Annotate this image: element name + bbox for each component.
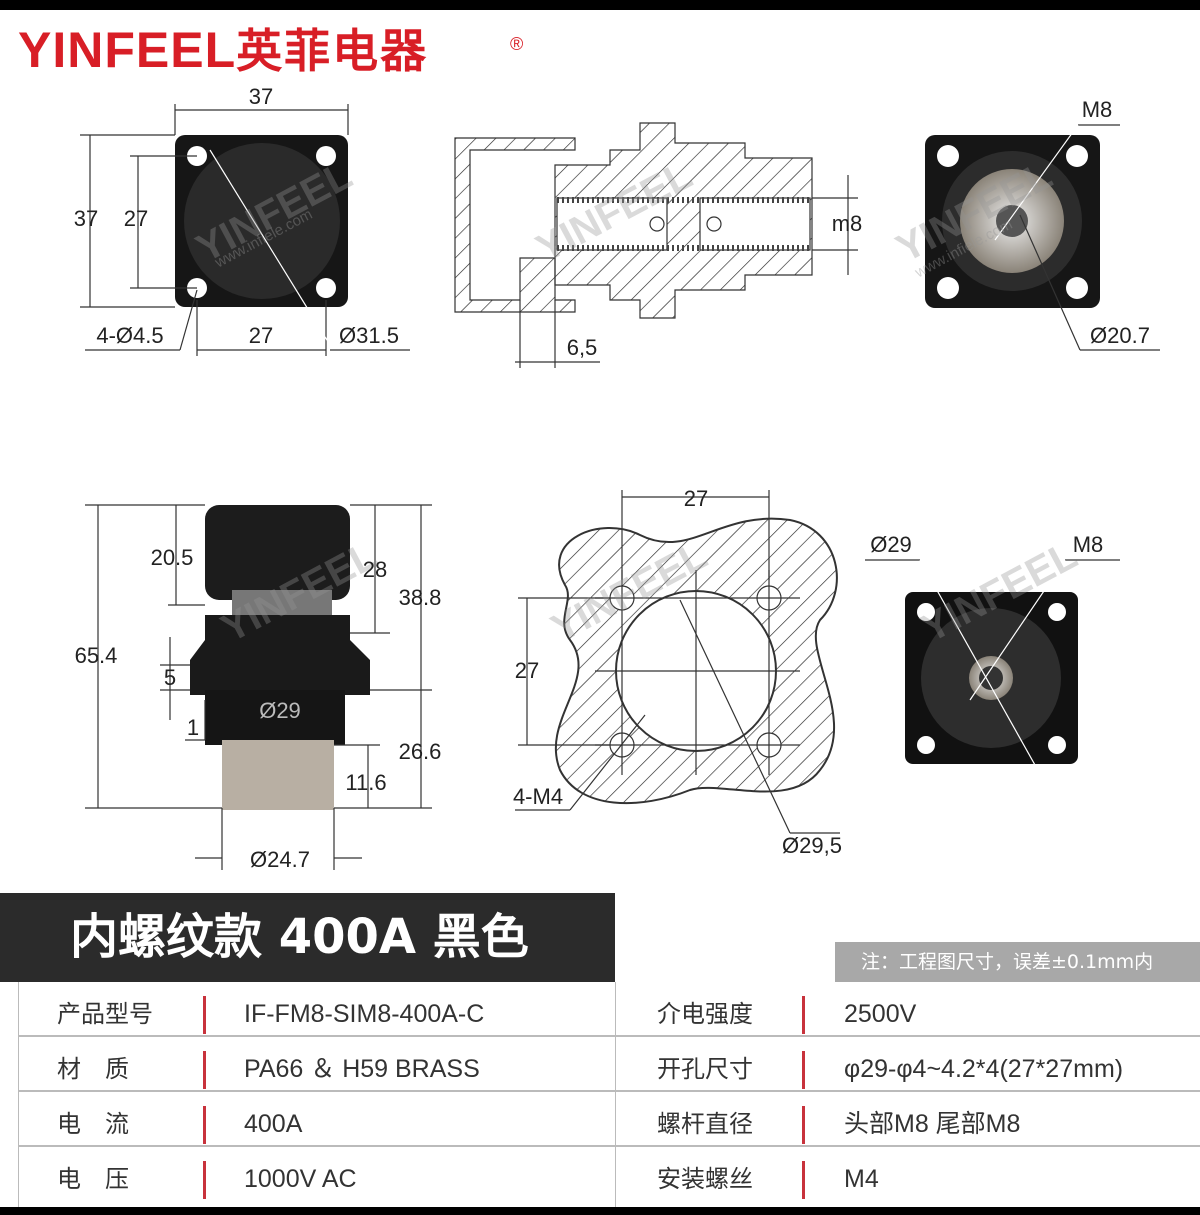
column-divider [615,982,616,1207]
dim-section-thread: m8 [831,211,863,236]
separator [802,1106,805,1144]
photo-view-drawing [865,559,1120,766]
dim-photo-thread: M8 [1072,532,1104,557]
dim-side-flange: Ø29 [259,698,301,723]
dim-front-width: 37 [248,84,274,109]
separator [802,1051,805,1089]
dim-side-d1: 20.5 [150,545,194,570]
spec-label: 安装螺丝 [657,1165,753,1193]
front-view-drawing [80,104,410,356]
table-row: 电 压 1000V AC 安装螺丝 M4 [19,1147,1200,1200]
dim-front-pitch-bottom: 27 [248,323,274,348]
spec-label: 介电强度 [657,1000,753,1028]
spec-label: 产品型号 [57,1000,153,1028]
dim-side-d3: 38.8 [398,585,442,610]
dim-cutout-hole: Ø29,5 [782,833,842,858]
separator [203,1106,206,1144]
dim-front-diameter: Ø31.5 [339,323,399,348]
separator [802,996,805,1034]
brand-logo: YINFEEL英菲电器 ® [18,20,523,81]
panel-cutout-drawing [515,490,840,834]
registered-mark: ® [510,34,525,54]
dim-side-d4: 5 [163,665,177,690]
dim-side-total: 65.4 [74,643,118,668]
table-row: 材 质 PA66 ＆ H59 BRASS 开孔尺寸 φ29-φ4~4.2*4(2… [19,1037,1200,1092]
separator [203,996,206,1034]
dim-rear-diameter: Ø20.7 [1090,323,1150,348]
bottom-border [0,1207,1200,1215]
separator [203,1161,206,1199]
dim-front-height: 37 [73,206,99,231]
tolerance-note: 注：工程图尺寸，误差±0.1mm内 [835,942,1200,982]
spec-value: M4 [844,1165,879,1193]
side-view-drawing [85,504,432,870]
spec-label: 电 流 [57,1110,129,1138]
dim-side-body: Ø24.7 [250,847,310,872]
spec-value: 1000V AC [244,1165,357,1193]
dim-cutout-height: 27 [514,658,540,683]
spec-label: 电 压 [57,1165,129,1193]
table-row: 产品型号 IF-FM8-SIM8-400A-C 介电强度 2500V [19,982,1200,1037]
spec-label: 开孔尺寸 [657,1055,753,1083]
spec-value: φ29-φ4~4.2*4(27*27mm) [844,1055,1124,1083]
dim-side-d7: 11.6 [345,770,387,795]
dim-section-offset: 6,5 [566,335,598,360]
section-view-drawing [454,122,858,368]
technical-drawings [80,104,1160,870]
spec-value: 头部M8 尾部M8 [844,1110,1021,1138]
separator [203,1051,206,1089]
dim-side-d5: 1 [186,715,200,740]
dim-front-hole-pitch: 27 [123,206,149,231]
spec-value: 2500V [844,1000,917,1028]
top-border [0,0,1200,10]
spec-value: IF-FM8-SIM8-400A-C [244,1000,485,1028]
spec-label: 材 质 [57,1055,129,1083]
brand-name-cn: 英菲电器 [236,24,429,78]
rear-view-drawing [925,124,1160,351]
dim-cutout-screws: 4-M4 [512,784,564,809]
dim-front-holes: 4-Ø4.5 [96,323,164,348]
dim-rear-thread: M8 [1081,97,1113,122]
dim-cutout-width: 27 [683,486,709,511]
spec-label: 螺杆直径 [657,1110,753,1138]
dim-side-d2: 28 [362,557,388,582]
brand-name-en: YINFEEL [18,22,237,78]
separator [802,1161,805,1199]
dim-photo-diameter: Ø29 [870,532,912,557]
spec-table: 产品型号 IF-FM8-SIM8-400A-C 介电强度 2500V 材 质 P… [18,982,1200,1207]
table-row: 电 流 400A 螺杆直径 头部M8 尾部M8 [19,1092,1200,1147]
spec-value: 400A [244,1110,303,1138]
spec-value: PA66 ＆ H59 BRASS [244,1055,480,1083]
dim-side-d6: 26.6 [398,739,442,764]
product-title: 内螺纹款 400A 黑色 [0,893,615,982]
